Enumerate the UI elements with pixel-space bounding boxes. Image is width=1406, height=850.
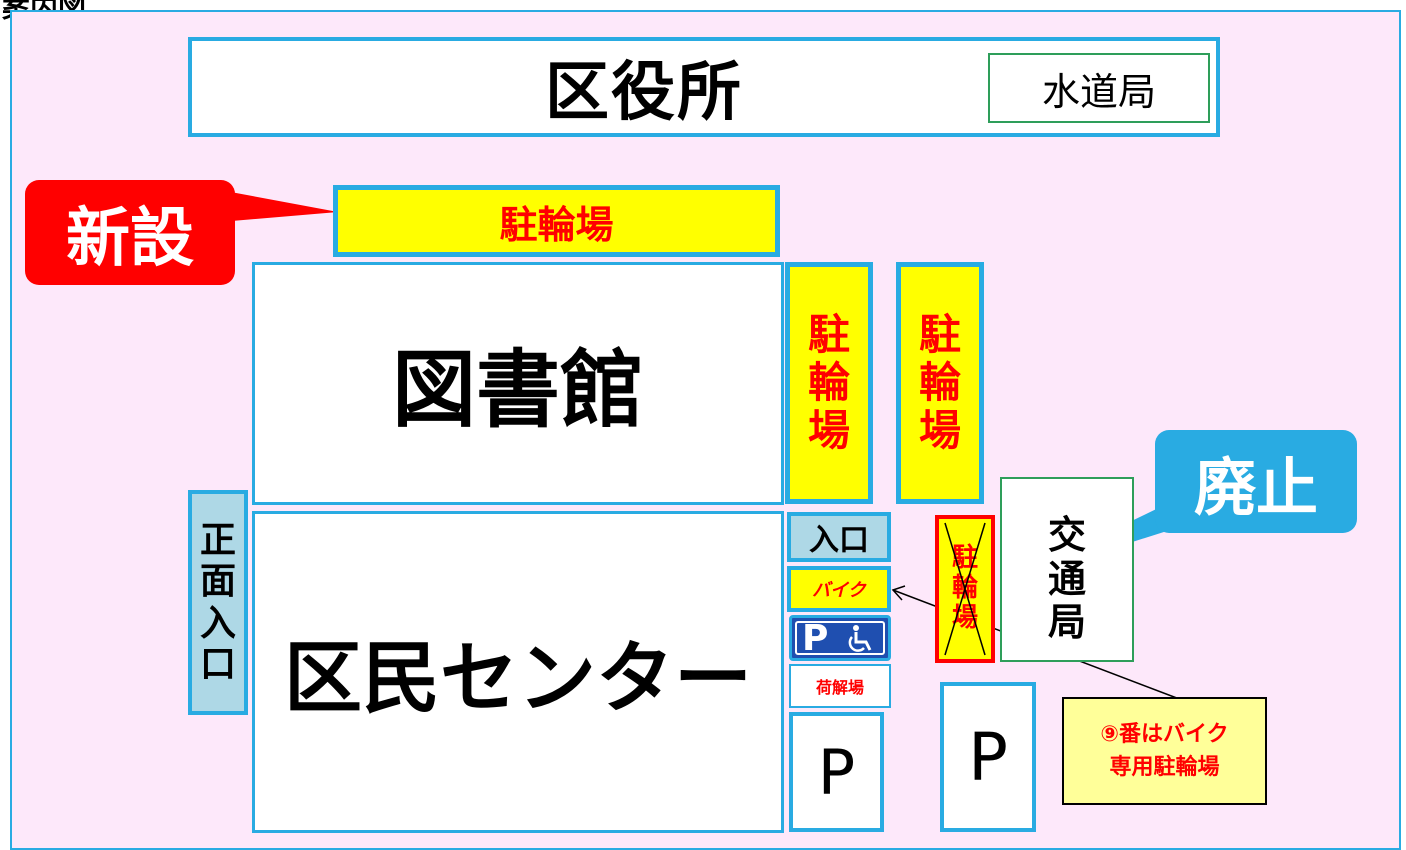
library-label: 図書館 [391,341,644,439]
motorbike-parking[interactable]: バイク [787,566,891,612]
abolished-cross-icon [944,522,986,656]
traffic-bureau-char-2: 通 [1047,556,1086,601]
abolished-callout: 廃止 [1155,430,1357,533]
water-bureau[interactable]: 水道局 [988,53,1210,123]
disabled-parking[interactable]: P [789,615,891,661]
note-box: ⑨番はバイク 専用駐輪場 [1062,697,1267,805]
note-arrow-head [891,585,906,601]
water-bureau-label: 水道局 [1041,69,1156,114]
bike-parking-left-char-3: 場 [807,406,850,456]
bike-parking-right-char-1: 駐 [918,309,961,359]
bike-parking-right-char-2: 輪 [918,357,961,407]
new-callout-tail [220,190,338,222]
bike-parking-vertical-right[interactable]: 駐 輪 場 [896,262,984,504]
library[interactable]: 図書館 [252,262,784,505]
new-callout: 新設 [25,180,235,285]
bike-parking-right-char-3: 場 [918,406,961,456]
bike-parking-left-char-2: 輪 [807,357,850,407]
parking-right-label: P [968,718,1008,796]
entrance-label: 入口 [809,523,869,558]
community-center-label: 区民センター [283,634,752,724]
motorbike-label: バイク [812,580,866,601]
note-line-1: ⑨番はバイク [1100,722,1229,747]
abolished-bike-parking[interactable]: 駐 輪 場 [935,515,995,663]
parking-small-label: P [817,735,856,809]
wheelchair-icon [848,625,872,652]
parking-small[interactable]: P [789,712,884,832]
ward-office-label: 区役所 [545,56,743,130]
abolished-callout-label: 廃止 [1193,450,1318,524]
traffic-bureau-char-3: 局 [1047,600,1086,645]
traffic-bureau-char-1: 交 [1047,512,1086,557]
bike-parking-new[interactable]: 駐輪場 [333,185,780,257]
disabled-parking-inner [795,621,885,655]
traffic-bureau[interactable]: 交 通 局 [1000,477,1134,662]
front-entrance-char-1: 正 [199,519,236,561]
parking-right[interactable]: P [940,682,1036,832]
disabled-parking-letter: P [802,618,829,659]
loading-zone[interactable]: 荷解場 [789,664,891,708]
community-center[interactable]: 区民センター [252,511,784,833]
loading-zone-label: 荷解場 [815,678,864,697]
bike-parking-left-char-1: 駐 [807,309,850,359]
front-entrance[interactable]: 正 面 入 口 [188,490,248,715]
front-entrance-char-4: 口 [199,643,236,685]
front-entrance-char-2: 面 [199,561,236,603]
note-line-2: 専用駐輪場 [1109,755,1220,780]
entrance[interactable]: 入口 [787,512,891,562]
front-entrance-char-3: 入 [199,602,236,644]
new-callout-label: 新設 [66,201,194,276]
bike-parking-new-label: 駐輪場 [499,202,614,247]
bike-parking-vertical-left[interactable]: 駐 輪 場 [785,262,873,504]
